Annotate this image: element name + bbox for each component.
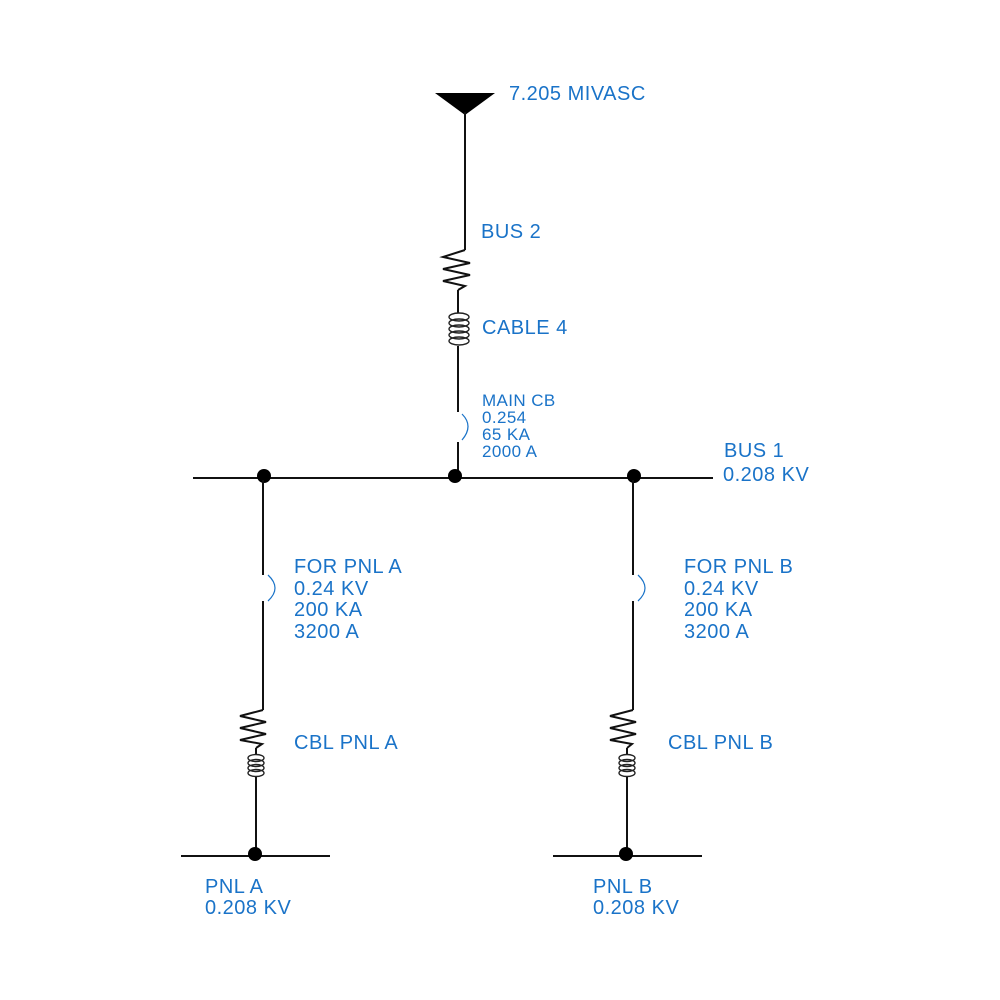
bus1-voltage: 0.208 KV (723, 464, 809, 486)
feeder-a-cable-label: CBL PNL A (294, 732, 398, 754)
bus1-node-main (448, 469, 462, 483)
panel-a-name: PNL A (205, 876, 264, 898)
panel-b-voltage: 0.208 KV (593, 897, 679, 919)
feeder-b-breaker-line1: 0.24 KV (684, 578, 759, 600)
utility-source: 7.205 MIVASC (435, 83, 646, 250)
main-cb-line2: 65 KA (482, 425, 531, 444)
bus1-node-a (257, 469, 271, 483)
main-cb-line1: 0.254 (482, 408, 527, 427)
breaker-icon (637, 574, 646, 602)
panel-a-node (248, 847, 262, 861)
inductor-icon (448, 312, 470, 346)
bus1-name: BUS 1 (724, 440, 784, 462)
resistor-icon (239, 709, 267, 749)
inductor-icon (247, 753, 265, 778)
resistor-icon (439, 249, 471, 291)
utility-source-icon (435, 93, 495, 115)
bus2-label: BUS 2 (481, 221, 541, 243)
main-cb-line3: 2000 A (482, 442, 538, 461)
feeder-b: FOR PNL B 0.24 KV 200 KA 3200 A CBL PNL … (553, 480, 793, 919)
feeder-b-breaker-line3: 3200 A (684, 621, 749, 643)
main-breaker: MAIN CB 0.254 65 KA 2000 A (457, 391, 556, 476)
bus2-impedance: BUS 2 (439, 221, 541, 313)
feeder-b-breaker-line2: 200 KA (684, 599, 753, 621)
feeder-a-breaker-line2: 200 KA (294, 599, 363, 621)
resistor-icon (609, 709, 637, 749)
bus1: BUS 1 0.208 KV (193, 440, 809, 486)
breaker-icon (461, 413, 469, 441)
cable4-label: CABLE 4 (482, 317, 568, 339)
panel-b-name: PNL B (593, 876, 653, 898)
source-label: 7.205 MIVASC (509, 83, 646, 105)
bus1-node-b (627, 469, 641, 483)
main-cb-name: MAIN CB (482, 391, 556, 410)
feeder-a: FOR PNL A 0.24 KV 200 KA 3200 A CBL PNL … (181, 480, 402, 919)
feeder-a-breaker-line1: 0.24 KV (294, 578, 369, 600)
cable4-coil: CABLE 4 (448, 312, 568, 412)
feeder-b-breaker-name: FOR PNL B (684, 556, 793, 578)
feeder-a-breaker-name: FOR PNL A (294, 556, 402, 578)
breaker-icon (267, 574, 276, 602)
panel-b-node (619, 847, 633, 861)
panel-a-voltage: 0.208 KV (205, 897, 291, 919)
feeder-b-cable-label: CBL PNL B (668, 732, 773, 754)
feeder-a-breaker-line3: 3200 A (294, 621, 359, 643)
inductor-icon (618, 753, 636, 778)
